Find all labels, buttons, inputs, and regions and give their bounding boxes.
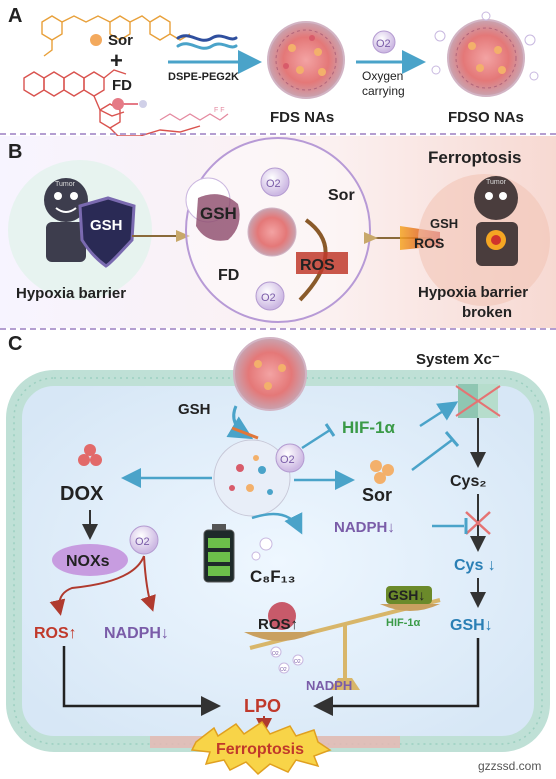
fds-label: FDS NAs (270, 109, 334, 126)
sor-c-label: Sor (362, 485, 392, 505)
oxygen-label-2: carrying (362, 84, 405, 98)
fd-tail (139, 100, 147, 108)
battery-icon (203, 524, 235, 583)
gsh-scale-label: GSH↓ (388, 587, 425, 603)
system-xc-label: System Xc⁻ (416, 351, 500, 368)
o2-bubble-a (372, 30, 396, 54)
oxygen-label-1: Oxygen (362, 69, 403, 83)
tumor-left-tag: Tumor (55, 181, 76, 188)
gsh-shield-label: GSH (90, 217, 123, 234)
peg-label: DSPE-PEG2K (168, 71, 239, 83)
gsh-top-label: GSH (178, 401, 211, 418)
panel-b-label: B (8, 141, 22, 163)
o2-nox: O2 (135, 536, 150, 548)
gsh-center-label: GSH (200, 204, 237, 223)
o2-bubble-b1: O2 (266, 178, 281, 190)
gsh-down-right-label: GSH↓ (450, 617, 493, 634)
o2-small-2: O2 (294, 659, 301, 665)
ros-right-label: ROS (414, 235, 444, 251)
central-cycle: O2 O2 GSH Sor FD ROS (185, 137, 371, 323)
sorafenib-structure (41, 15, 191, 57)
watermark: gzzssd.com (478, 759, 541, 773)
panel-c-label: C (8, 333, 22, 355)
fd-ball (112, 98, 124, 110)
ferroptosis-title: Ferroptosis (428, 148, 522, 167)
o2-near-np: O2 (280, 454, 295, 466)
plus-sign: + (110, 48, 123, 73)
o2-badge-a: O2 (376, 38, 391, 50)
peg-ribbons (176, 34, 238, 50)
perfluoro-chain: F F (159, 107, 229, 121)
fdso-label: FDSO NAs (448, 109, 524, 126)
o2-small-3: O2 (280, 667, 287, 673)
c8f13-label: C₈F₁₃ (250, 567, 296, 586)
broken-label-1: Hypoxia barrier (418, 284, 528, 301)
tumor-right-tag: Tumor (486, 179, 507, 186)
nadph-scale-label: NADPH (306, 678, 352, 693)
ferroptosis-c-label: Ferroptosis (216, 741, 304, 758)
doxorubicin-structure (23, 69, 201, 137)
tumor-right: Tumor (418, 174, 550, 306)
ros-scale-label: ROS↑ (258, 616, 298, 633)
cys-down-label: Cys ↓ (454, 557, 496, 574)
gsh-right-label: GSH (430, 216, 458, 231)
o2-small-1: O2 (272, 651, 279, 657)
np-disassembled (213, 439, 291, 517)
nadph-down-label: NADPH↓ (334, 519, 395, 536)
nadph-down-label-2: NADPH↓ (104, 625, 169, 642)
lpo-label: LPO (244, 696, 281, 716)
gsh-shield: GSH (78, 196, 136, 268)
cys2-label: Cys₂ (450, 473, 486, 490)
fd-label: FD (112, 77, 132, 94)
broken-label-2: broken (462, 304, 512, 321)
dox-label: DOX (60, 483, 104, 505)
fdso-nanoassembly (431, 11, 539, 97)
ros-up-label: ROS↑ (34, 625, 77, 642)
np-entering (233, 337, 307, 411)
hif-scale-label: HIF-1α (386, 617, 421, 629)
hif-label: HIF-1α (342, 418, 396, 437)
sor-center-label: Sor (328, 187, 355, 204)
panel-a: A F F Sor + FD (8, 5, 539, 137)
system-xc-transporter (455, 384, 501, 418)
ros-center-label: ROS (300, 257, 335, 274)
panel-b: B Tumor GSH Hypoxia barrier O2 O2 GS (0, 136, 556, 328)
nox-label: NOXs (66, 553, 110, 570)
sor-ball (90, 34, 102, 46)
ferroptosis-burst (190, 720, 332, 776)
sor-label: Sor (108, 32, 133, 49)
fds-nanoassembly (267, 21, 345, 99)
fd-center-label: FD (218, 267, 239, 284)
panel-a-label: A (8, 5, 22, 27)
panel-c: C GSH System Xc⁻ O2 (6, 333, 550, 776)
hypoxia-barrier-label: Hypoxia barrier (16, 285, 126, 302)
o2-bubble-b2: O2 (261, 292, 276, 304)
svg-text:F F: F F (214, 107, 225, 114)
balance-scale (244, 586, 441, 690)
